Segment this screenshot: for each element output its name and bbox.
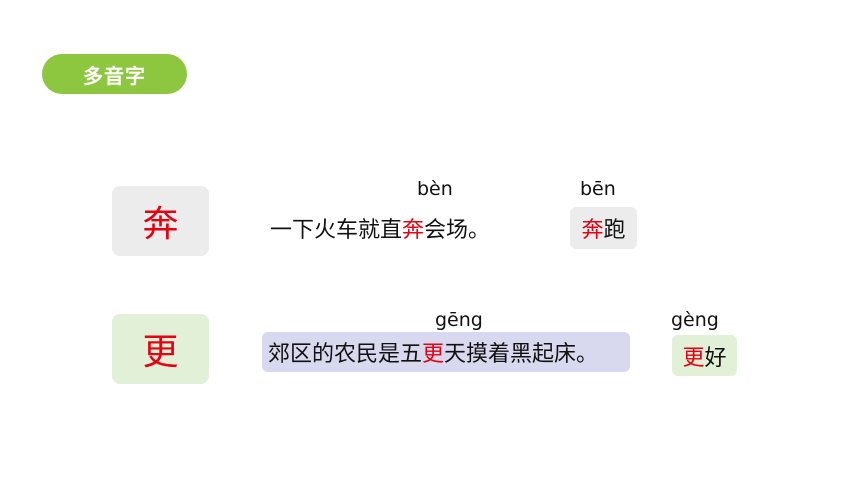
sentence-pinyin-ben: bèn xyxy=(417,178,453,200)
badge-label: 多音字 xyxy=(83,63,146,88)
char-geng: 更 xyxy=(142,332,179,373)
example-word-genghao: 更好 xyxy=(672,335,737,376)
example-word-benpao: 奔跑 xyxy=(570,207,637,249)
word-2-highlight: 更 xyxy=(682,345,705,371)
sentence-1-pre: 一下火车就直 xyxy=(270,218,403,243)
sentence-1-highlight: 奔 xyxy=(402,218,425,243)
word-1-highlight: 奔 xyxy=(581,218,604,243)
example-sentence-2: 郊区的农民是五更天摸着黑起床。 xyxy=(262,332,630,372)
char-ben: 奔 xyxy=(142,204,179,245)
word-2-rest: 好 xyxy=(704,345,727,371)
sentence-2-pre: 郊区的农民是五 xyxy=(268,342,423,367)
char-card-ben: 奔 xyxy=(112,186,209,256)
example-sentence-1: 一下火车就直奔会场。 xyxy=(270,212,490,244)
sentence-2-highlight: 更 xyxy=(422,342,445,367)
polyphone-badge: 多音字 xyxy=(42,54,187,94)
sentence-2-post: 天摸着黑起床。 xyxy=(444,342,599,367)
char-card-geng: 更 xyxy=(112,314,209,384)
word-pinyin-geng: gèng xyxy=(671,309,719,331)
sentence-1-post: 会场。 xyxy=(424,218,491,243)
word-pinyin-ben: bēn xyxy=(580,178,616,200)
sentence-pinyin-geng: gēng xyxy=(435,309,483,331)
word-1-rest: 跑 xyxy=(603,218,626,243)
